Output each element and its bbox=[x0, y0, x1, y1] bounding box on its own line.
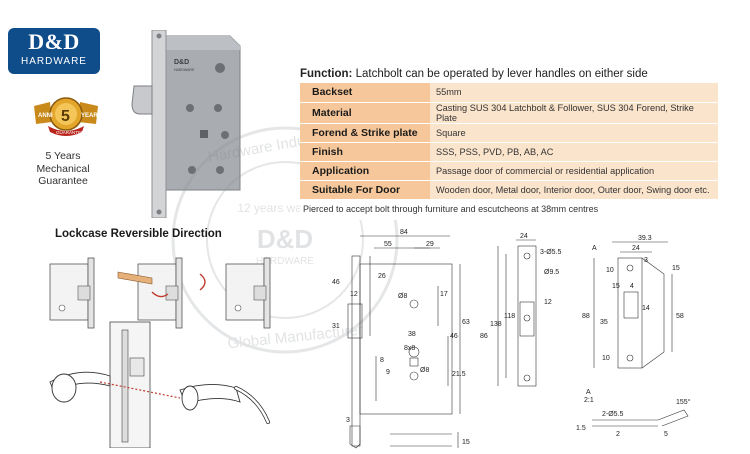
dim-label: 84 bbox=[400, 229, 408, 236]
dim-label: 8 bbox=[380, 357, 384, 364]
function-text: Latchbolt can be operated by lever handl… bbox=[355, 68, 648, 80]
lockcase-step-1 bbox=[49, 257, 95, 329]
dim-label: 2-Ø5.5 bbox=[602, 411, 624, 418]
lever-handle-illustration bbox=[49, 321, 270, 448]
dim-label: 29 bbox=[426, 241, 434, 248]
dim-label: 31 bbox=[332, 323, 340, 330]
anniversary-badge-icon: ANNI 5 YEARS GUARANTEE bbox=[34, 97, 102, 136]
dim-label: 4 bbox=[630, 283, 634, 290]
dim-label: 55 bbox=[384, 241, 392, 248]
strike-plate-drawing: A 39.3 24 15 10 3 4 15 14 88 35 58 10 A … bbox=[576, 235, 691, 438]
guarantee-line: 5 Years bbox=[45, 150, 81, 162]
lockcase-title: Lockcase Reversible Direction bbox=[55, 228, 222, 240]
dim-label: 63 bbox=[462, 319, 470, 326]
spec-value: 55mm bbox=[430, 83, 718, 103]
dim-label: 14 bbox=[642, 305, 650, 312]
dim-label: 39.3 bbox=[638, 235, 652, 242]
badge-right-text: YEARS bbox=[81, 113, 102, 119]
spec-value: Square bbox=[430, 123, 718, 143]
dim-label: 10 bbox=[606, 267, 614, 274]
lockcase-reversal-illustration bbox=[49, 257, 271, 329]
dim-label: 35 bbox=[600, 319, 608, 326]
spec-key: Backset bbox=[300, 83, 430, 103]
dim-label: 3 bbox=[346, 417, 350, 424]
dim-label: 38 bbox=[408, 331, 416, 338]
dim-label: 26 bbox=[378, 273, 386, 280]
dim-label: 138 bbox=[490, 321, 502, 328]
faceplate-logo-text: D&D bbox=[174, 59, 189, 66]
dim-label: 12 bbox=[350, 291, 358, 298]
dim-label: A bbox=[592, 245, 597, 252]
watermark-brand-text: D&D bbox=[257, 224, 313, 254]
dim-label: 58 bbox=[676, 313, 684, 320]
badge-ribbon-text: GUARANTEE bbox=[56, 130, 84, 135]
lock-product-image: D&D HARDWARE bbox=[131, 30, 241, 218]
dim-label: 1.5 bbox=[576, 425, 586, 432]
brand-logo: D&D HARDWARE bbox=[8, 28, 100, 74]
guarantee-line: Mechanical bbox=[36, 162, 90, 175]
spec-value: SSS, PSS, PVD, PB, AB, AC bbox=[430, 142, 718, 162]
dim-label: 15 bbox=[462, 439, 470, 446]
lockcase-step-2 bbox=[117, 257, 206, 329]
dim-label: A bbox=[586, 389, 591, 396]
dim-label: 155° bbox=[676, 398, 691, 406]
spec-value: Wooden door, Metal door, Interior door, … bbox=[430, 180, 718, 200]
dim-label: 88 bbox=[582, 313, 590, 320]
dim-label: 17 bbox=[440, 291, 448, 298]
dim-label: Ø8 bbox=[398, 293, 407, 300]
spec-note: Pierced to accept bolt through furniture… bbox=[300, 199, 718, 220]
logo-main-text: D&D bbox=[28, 29, 80, 54]
guarantee-line: Guarantee bbox=[38, 175, 88, 187]
dim-label: 2 bbox=[616, 431, 620, 438]
dim-label: 3 bbox=[644, 257, 648, 264]
spec-key: Application bbox=[300, 161, 430, 181]
badge-number-text: 5 bbox=[61, 108, 70, 125]
logo-sub-text: HARDWARE bbox=[21, 56, 87, 67]
spec-value: Passage door of commercial or residentia… bbox=[430, 161, 718, 181]
dim-label: 46 bbox=[332, 279, 340, 286]
guarantee-caption: 5 Years Mechanical Guarantee bbox=[8, 150, 118, 188]
dim-label: 24 bbox=[520, 233, 528, 240]
dim-label: 46 bbox=[450, 333, 458, 340]
function-label: Function: bbox=[300, 68, 353, 80]
faceplate-sub-text: HARDWARE bbox=[174, 68, 195, 72]
dim-label: 15 bbox=[672, 265, 680, 272]
dim-label: 15 bbox=[612, 283, 620, 290]
function-heading: Function: Latchbolt can be operated by l… bbox=[300, 68, 648, 80]
forend-side-drawing: 24 3-Ø5.5 Ø9.5 12 138 118 bbox=[490, 233, 562, 387]
spec-note-row: Pierced to accept bolt through furniture… bbox=[300, 199, 718, 220]
lockcase-step-3 bbox=[225, 257, 271, 329]
dim-label: 10 bbox=[602, 355, 610, 362]
dim-label: 2:1 bbox=[584, 397, 594, 404]
spec-key: Forend & Strike plate bbox=[300, 123, 430, 143]
spec-value: Casting SUS 304 Latchbolt & Follower, SU… bbox=[430, 102, 718, 124]
dim-label: Ø9.5 bbox=[544, 269, 559, 276]
lock-front-drawing: 84 55 29 26 46 12 17 31 Ø8 63 38 46 86 8… bbox=[332, 229, 488, 449]
badge-left-text: ANNI bbox=[38, 113, 53, 119]
dim-label: 3-Ø5.5 bbox=[540, 249, 562, 256]
dim-label: 21.5 bbox=[452, 371, 466, 378]
dim-label: 8x8 bbox=[404, 345, 415, 352]
dim-label: 12 bbox=[544, 299, 552, 306]
dim-label: 9 bbox=[386, 369, 390, 376]
dim-label: 86 bbox=[480, 333, 488, 340]
dim-label: 118 bbox=[504, 313, 515, 320]
spec-key: Finish bbox=[300, 142, 430, 162]
dim-label: 24 bbox=[632, 245, 640, 252]
watermark-brand-sub-text: HARDWARE bbox=[256, 256, 314, 267]
spec-key: Material bbox=[300, 102, 430, 124]
dim-label: 5 bbox=[664, 431, 668, 438]
spec-key: Suitable For Door bbox=[300, 180, 430, 200]
dim-label: Ø8 bbox=[420, 367, 429, 374]
